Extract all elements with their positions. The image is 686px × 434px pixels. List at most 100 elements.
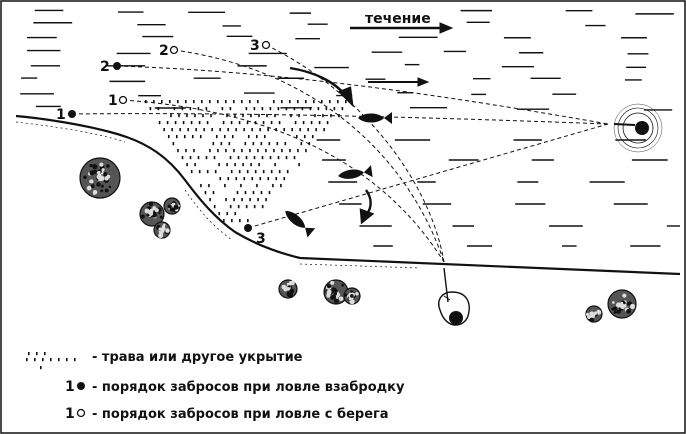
grass-mark	[241, 149, 243, 153]
grass-mark	[311, 135, 314, 139]
wade-cast-line-2	[116, 65, 609, 125]
grass-mark	[50, 358, 52, 362]
shore-point-1	[118, 95, 128, 105]
grass-mark	[177, 100, 179, 104]
grass-mark	[229, 156, 232, 160]
grass-mark	[233, 100, 235, 104]
grass-mark	[247, 135, 250, 139]
grass-mark	[278, 170, 281, 174]
grass-mark	[191, 135, 194, 139]
grass-mark	[157, 107, 160, 111]
grass-mark	[268, 142, 271, 146]
grass-mark	[265, 198, 267, 202]
grass-mark	[275, 177, 278, 181]
grass-mark	[193, 149, 195, 153]
grass-mark	[228, 142, 231, 146]
grass-mark	[213, 205, 216, 209]
grass-mark	[268, 191, 271, 195]
grass-mark	[278, 121, 281, 125]
bush-icon	[278, 279, 298, 299]
grass-mark	[317, 107, 320, 111]
fish-group	[285, 112, 392, 238]
bush-icon	[323, 279, 349, 305]
grass-mark	[240, 184, 242, 188]
grass-mark	[299, 128, 301, 132]
shore-cast-line-2	[173, 49, 445, 263]
grass-mark	[291, 128, 293, 132]
grass-mark	[253, 107, 256, 111]
grass-mark	[241, 100, 243, 104]
current-arrows	[350, 22, 454, 87]
grass-mark	[280, 184, 282, 188]
shore-point-3	[261, 40, 271, 50]
grass-mark	[242, 114, 244, 118]
grass-mark	[222, 121, 225, 125]
grass-mark	[174, 121, 177, 125]
grass-mark	[313, 100, 315, 104]
grass-mark	[203, 128, 205, 132]
grass-mark	[42, 358, 44, 362]
grass-mark	[322, 114, 324, 118]
grass-mark	[243, 128, 245, 132]
current-arrow-middle-head	[417, 77, 430, 87]
grass-mark	[223, 219, 225, 223]
grass-mark	[333, 107, 336, 111]
grass-mark	[186, 163, 188, 167]
grass-mark	[230, 170, 233, 174]
grass-mark	[310, 121, 313, 125]
grass-mark	[235, 128, 237, 132]
grass-mark	[189, 107, 192, 111]
grass-mark	[290, 114, 292, 118]
grass-mark	[307, 128, 309, 132]
grass-mark	[259, 128, 261, 132]
grass-mark	[345, 100, 347, 104]
grass-mark	[277, 156, 280, 160]
wade-point-1	[68, 110, 76, 118]
grass-mark	[198, 121, 201, 125]
grass-mark	[261, 205, 264, 209]
legend-wade-marker	[77, 382, 85, 390]
grass-mark	[326, 121, 329, 125]
grass-mark	[227, 128, 229, 132]
grass-mark	[234, 212, 237, 216]
grass-mark	[40, 366, 42, 370]
grass-mark	[225, 198, 227, 202]
wade-cast-label-2: 2	[100, 59, 110, 75]
grass-mark	[272, 184, 274, 188]
grass-mark	[44, 352, 46, 356]
grass-mark	[260, 191, 263, 195]
grass-mark	[182, 121, 185, 125]
grass-mark	[285, 156, 288, 160]
grass-mark	[34, 358, 36, 362]
grass-mark	[209, 198, 211, 202]
grass-mark	[284, 142, 287, 146]
wade-cast-line-1	[71, 113, 609, 125]
grass-mark	[277, 107, 280, 111]
grass-mark	[230, 121, 233, 125]
grass-mark	[235, 177, 238, 181]
grass-mark	[270, 170, 273, 174]
grass-mark	[197, 156, 200, 160]
legend-shore-number: 1	[65, 406, 75, 422]
grass-mark	[251, 177, 254, 181]
grass-mark	[254, 170, 257, 174]
grass-mark	[239, 219, 241, 223]
wade-cast-label-1: 1	[56, 107, 66, 123]
grass-mark	[149, 107, 152, 111]
legend-grass-swatch	[26, 352, 76, 370]
grass-mark	[205, 107, 208, 111]
grass-mark	[283, 128, 285, 132]
grass-mark	[252, 142, 255, 146]
grass-mark	[183, 135, 186, 139]
grass-mark	[303, 135, 306, 139]
grass-mark	[293, 156, 296, 160]
grass-mark	[245, 205, 248, 209]
grass-mark	[305, 149, 307, 153]
grass-mark	[244, 142, 247, 146]
grass-mark	[314, 114, 316, 118]
grass-mark	[177, 149, 179, 153]
grass-mark	[36, 352, 38, 356]
grass-mark	[305, 100, 307, 104]
grass-mark	[185, 149, 187, 153]
